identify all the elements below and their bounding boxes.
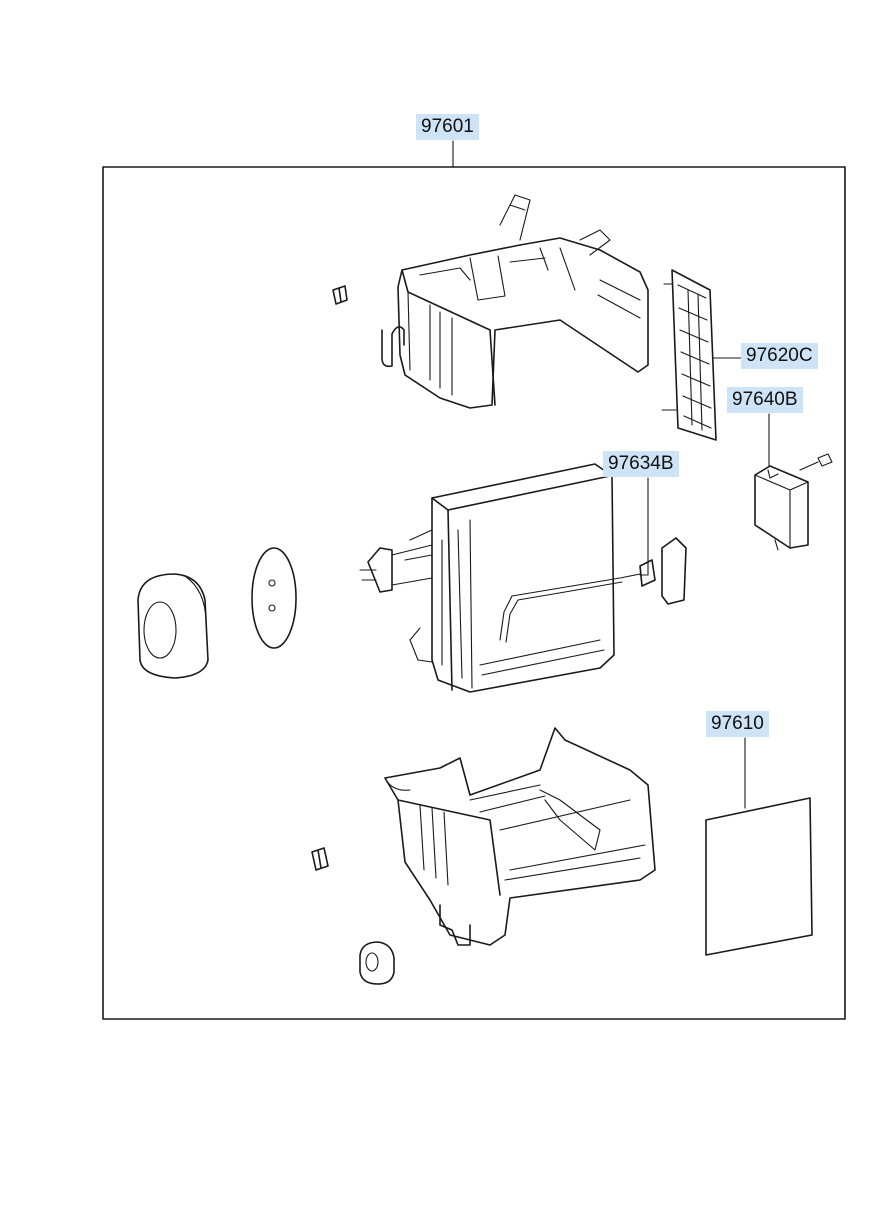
part-label-97601[interactable]: 97601 xyxy=(416,114,479,140)
part-label-97610[interactable]: 97610 xyxy=(706,711,769,737)
assembly-frame xyxy=(102,166,846,1020)
clip-lower xyxy=(311,847,329,871)
lower-case xyxy=(384,727,656,946)
seal-disk xyxy=(251,547,297,649)
clip-upper xyxy=(332,285,348,305)
control-module xyxy=(754,453,833,551)
part-label-97634b[interactable]: 97634B xyxy=(603,451,679,477)
evaporator-core xyxy=(359,463,687,693)
screw xyxy=(799,453,833,471)
upper-case xyxy=(381,194,649,409)
part-label-97620c[interactable]: 97620C xyxy=(741,343,818,369)
filter-grille xyxy=(661,269,717,441)
insulation-pad xyxy=(705,797,813,956)
foam-ring-small xyxy=(359,941,395,985)
part-label-97640b[interactable]: 97640B xyxy=(727,387,803,413)
foam-ring-large xyxy=(137,573,209,679)
